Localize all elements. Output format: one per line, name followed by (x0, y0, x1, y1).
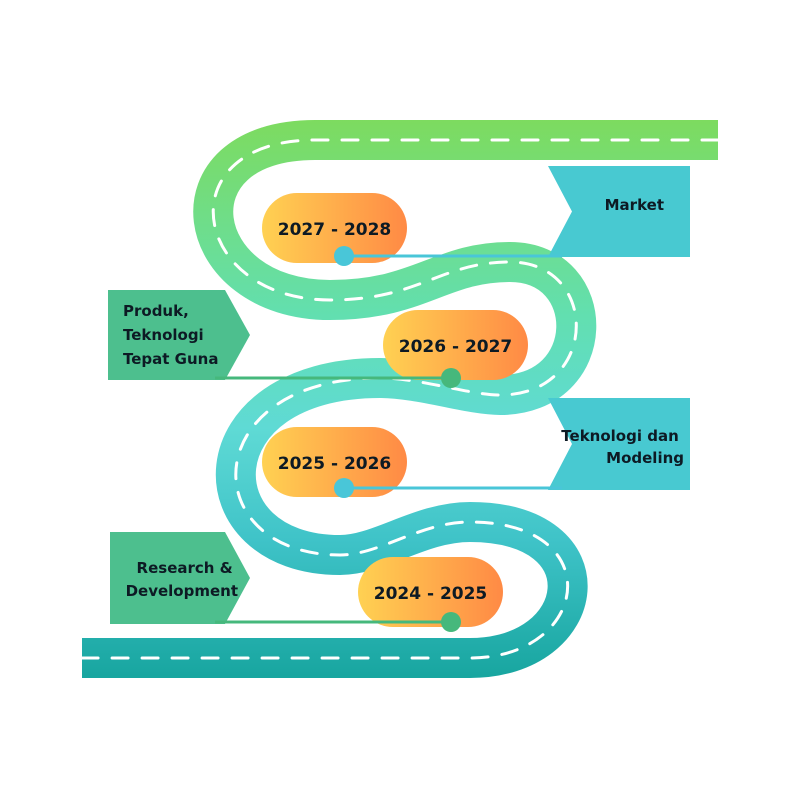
flag-teknologi: Teknologi dan Modeling (548, 398, 690, 490)
flag-produk-line-2: Teknologi (123, 326, 204, 344)
flag-market: Market (548, 166, 690, 257)
road (80, 120, 720, 678)
flag-research: Research & Development (110, 532, 250, 624)
dot-2024-2025 (441, 612, 461, 632)
milestone-2027-2028: 2027 - 2028 (262, 193, 407, 263)
dot-2027-2028 (334, 246, 354, 266)
svg-text:Research & Development: Research & Development (126, 559, 238, 600)
milestone-2024-2025: 2024 - 2025 (358, 557, 503, 627)
flag-research-line-2: Development (126, 582, 238, 600)
road-surface (82, 120, 718, 678)
milestone-year: 2025 - 2026 (278, 454, 392, 474)
dot-2025-2026 (334, 478, 354, 498)
flag-produk-line-3: Tepat Guna (123, 350, 218, 368)
milestone-year: 2024 - 2025 (374, 584, 488, 604)
flag-produk-line-1: Produk, (123, 302, 189, 320)
svg-text:Teknologi dan Modeling: Teknologi dan Modeling (561, 427, 684, 467)
connectors (215, 254, 562, 624)
dot-2026-2027 (441, 368, 461, 388)
milestone-dots (334, 246, 461, 632)
milestone-year: 2027 - 2028 (278, 220, 392, 240)
flag-market-label: Market (605, 196, 664, 214)
flag-teknologi-line-1: Teknologi dan (561, 427, 678, 445)
svg-text:Produk, Teknologi: Produk, Teknologi Tepat Guna (123, 302, 218, 368)
flag-teknologi-line-2: Modeling (606, 449, 684, 467)
flag-research-line-1: Research & (137, 559, 233, 577)
milestone-2026-2027: 2026 - 2027 (383, 310, 528, 380)
milestone-2025-2026: 2025 - 2026 (262, 427, 407, 497)
flag-produk: Produk, Teknologi Tepat Guna (108, 290, 250, 380)
milestone-year: 2026 - 2027 (399, 337, 513, 357)
